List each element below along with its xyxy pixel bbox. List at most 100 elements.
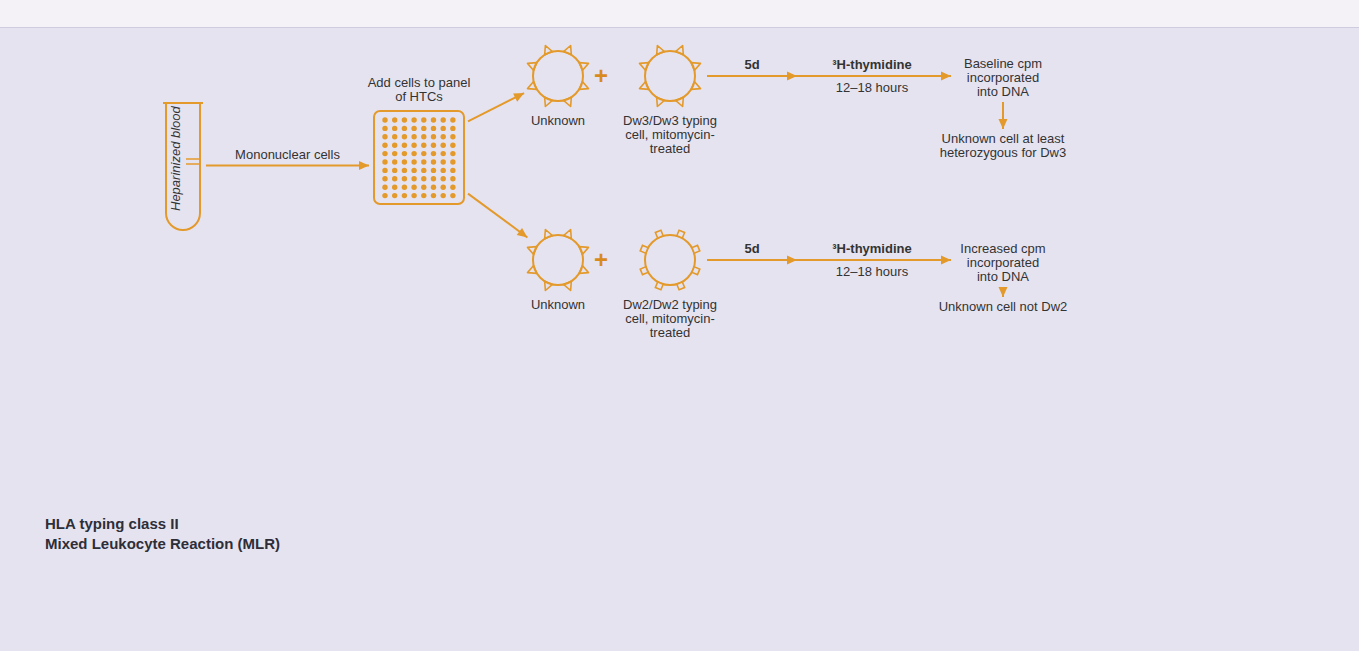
connector-arrow bbox=[999, 102, 1008, 129]
plate-well bbox=[421, 193, 426, 198]
plate-well bbox=[421, 143, 426, 148]
cell-shape bbox=[524, 42, 592, 110]
plate-well bbox=[392, 126, 397, 131]
surface-antigen bbox=[640, 63, 649, 71]
connector-arrow bbox=[707, 256, 951, 265]
plate-well bbox=[421, 176, 426, 181]
surface-antigen bbox=[692, 245, 700, 253]
plate-well bbox=[421, 134, 426, 139]
plate-well bbox=[402, 168, 407, 173]
plate-well bbox=[421, 168, 426, 173]
cell-layer bbox=[186, 163, 200, 165]
plate-well bbox=[411, 159, 416, 164]
surface-antigen bbox=[655, 282, 663, 290]
plate-well bbox=[392, 193, 397, 198]
connector-arrow bbox=[206, 161, 369, 170]
arrow-head bbox=[787, 256, 797, 265]
plate-wells bbox=[373, 110, 465, 205]
plate-well bbox=[382, 117, 387, 122]
edge-label: Mononuclear cells bbox=[235, 148, 340, 162]
plate-well bbox=[402, 159, 407, 164]
text-node: Increased cpm incorporated into DNA bbox=[955, 242, 1051, 284]
plate-well bbox=[421, 185, 426, 190]
cell-outline bbox=[645, 235, 695, 285]
arrow-head bbox=[941, 256, 951, 265]
plate-well bbox=[392, 159, 397, 164]
diagram-title: HLA typing class II bbox=[45, 515, 179, 533]
arrow-head bbox=[517, 228, 528, 238]
cell-shape bbox=[524, 226, 592, 294]
surface-antigen bbox=[564, 230, 572, 239]
plus-sign: + bbox=[594, 248, 608, 272]
arrow-head bbox=[359, 161, 369, 170]
plate-well bbox=[392, 117, 397, 122]
tube-rim bbox=[163, 102, 203, 104]
arrow-head bbox=[787, 72, 797, 81]
surface-antigen bbox=[545, 281, 553, 290]
result-text: Increased cpm incorporated into DNA bbox=[955, 242, 1051, 284]
edge-label: 5d bbox=[744, 242, 759, 256]
plate-well bbox=[392, 151, 397, 156]
cell-label: Unknown bbox=[523, 298, 593, 312]
surface-antigen bbox=[676, 97, 684, 106]
text-node: Unknown cell not Dw2 bbox=[925, 300, 1081, 314]
surface-antigen bbox=[676, 46, 684, 55]
plate-well bbox=[382, 168, 387, 173]
plate-well bbox=[441, 143, 446, 148]
surface-antigen bbox=[640, 267, 648, 275]
cell-circle: Dw2/Dw2 typing cell, mitomycin-treated bbox=[613, 226, 727, 340]
surface-antigen bbox=[640, 245, 648, 253]
plate-well bbox=[431, 159, 436, 164]
surface-antigen bbox=[528, 82, 537, 90]
plus-sign: + bbox=[594, 64, 608, 88]
result-text: Unknown cell not Dw2 bbox=[925, 300, 1081, 314]
plate-well bbox=[450, 151, 455, 156]
plate-well bbox=[421, 151, 426, 156]
plate-well bbox=[411, 143, 416, 148]
surface-antigen bbox=[528, 266, 537, 274]
surface-antigen bbox=[579, 266, 588, 274]
surface-antigen bbox=[545, 97, 553, 106]
arrow-head bbox=[999, 287, 1008, 297]
plate-box bbox=[373, 110, 465, 205]
connector-line bbox=[468, 93, 524, 121]
plate-well bbox=[441, 134, 446, 139]
surface-antigen bbox=[655, 230, 663, 238]
plate-well bbox=[402, 151, 407, 156]
tube-label: Heparinized blood bbox=[169, 106, 183, 211]
plate-well bbox=[441, 168, 446, 173]
plate-well bbox=[382, 134, 387, 139]
connector-line bbox=[707, 75, 951, 77]
plate-well bbox=[431, 126, 436, 131]
plate-well bbox=[421, 126, 426, 131]
cell-shape bbox=[636, 42, 704, 110]
surface-antigen bbox=[657, 97, 665, 106]
tube-body bbox=[166, 103, 200, 230]
surface-antigen bbox=[528, 63, 537, 71]
surface-antigen bbox=[564, 281, 572, 290]
plate-well bbox=[411, 134, 416, 139]
plate-well bbox=[382, 126, 387, 131]
cell-circle: Unknown bbox=[523, 42, 593, 128]
arrow-head bbox=[513, 93, 524, 102]
cell-shape bbox=[636, 226, 704, 294]
cell-circle: Dw3/Dw3 typing cell, mitomycin-treated bbox=[613, 42, 727, 156]
plate-well bbox=[411, 126, 416, 131]
plate-well bbox=[431, 193, 436, 198]
plate-well bbox=[450, 168, 455, 173]
surface-antigen bbox=[545, 230, 553, 239]
edge-label: 5d bbox=[744, 58, 759, 72]
plate-well bbox=[382, 185, 387, 190]
plate-well bbox=[431, 134, 436, 139]
surface-antigen bbox=[677, 282, 685, 290]
plate-well bbox=[431, 176, 436, 181]
test-tube: Heparinized blood bbox=[163, 98, 203, 233]
connector-line bbox=[707, 259, 951, 261]
plate-well bbox=[402, 176, 407, 181]
plate-heading: Add cells to panel of HTCs bbox=[364, 76, 474, 104]
connector-arrow bbox=[468, 194, 527, 238]
reagent-label: ³H-thymidine bbox=[832, 58, 911, 72]
plate-well bbox=[402, 134, 407, 139]
surface-antigen bbox=[692, 267, 700, 275]
plate-well bbox=[450, 176, 455, 181]
